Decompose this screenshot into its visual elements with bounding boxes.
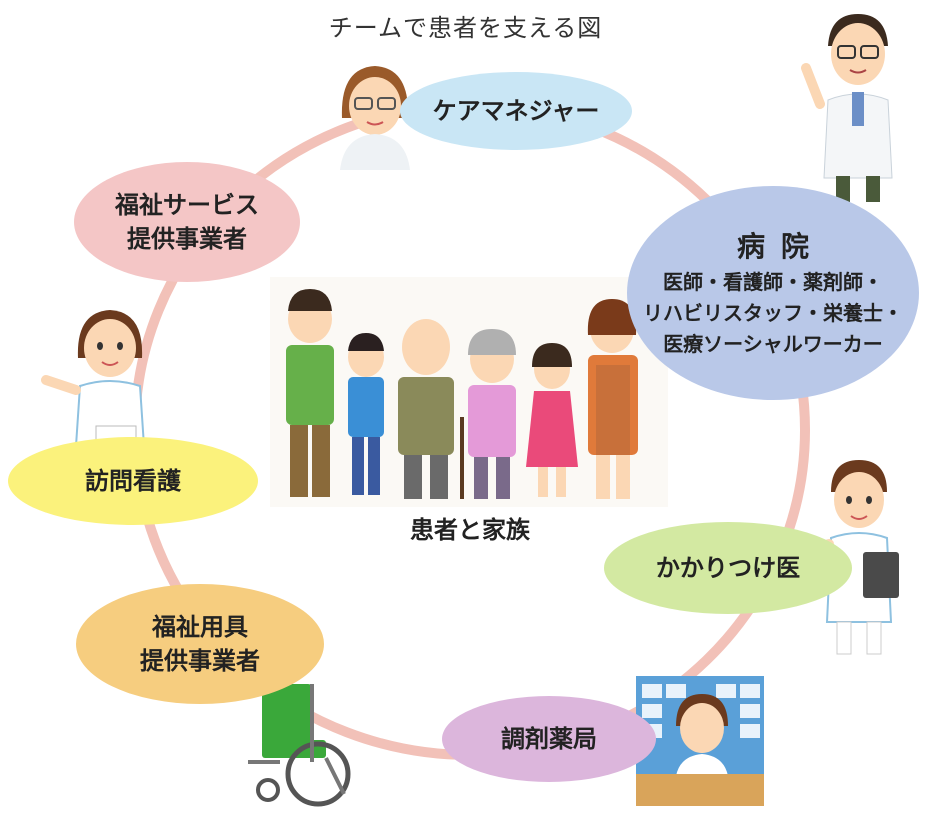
node-welfare-service: 福祉サービス 提供事業者 — [74, 162, 300, 282]
diagram-title: チームで患者を支える図 — [328, 14, 603, 42]
node-label: 調剤薬局 — [501, 725, 597, 753]
node-label: 提供事業者 — [140, 647, 260, 675]
patient-family-label: 患者と家族 — [410, 516, 530, 544]
node-welfare-equipment: 福祉用具 提供事業者 — [76, 584, 324, 704]
node-label: 提供事業者 — [127, 225, 247, 253]
wheelchair-icon — [248, 684, 351, 807]
hospital-staff-line: 医師・看護師・薬剤師・ — [663, 269, 883, 294]
node-label: 訪問看護 — [85, 467, 181, 495]
nurse-icon — [41, 310, 146, 446]
family-icon — [270, 277, 668, 507]
pharmacist-icon — [636, 676, 764, 806]
woman-with-glasses-icon — [340, 66, 410, 170]
node-label: かかりつけ医 — [655, 554, 801, 582]
hospital-staff-line: リハビリスタッフ・栄養士・ — [643, 300, 903, 325]
node-label: 福祉サービス — [115, 191, 259, 219]
hospital-staff-line: 医療ソーシャルワーカー — [663, 331, 883, 356]
node-pharmacy: 調剤薬局 — [442, 696, 656, 782]
hospital-heading: 病院 — [736, 229, 825, 263]
doctor-icon — [801, 14, 893, 202]
node-label: 福祉用具 — [152, 613, 248, 641]
node-family-doctor: かかりつけ医 — [604, 522, 852, 614]
node-hospital: 病院 医師・看護師・薬剤師・ リハビリスタッフ・栄養士・ 医療ソーシャルワーカー — [627, 186, 919, 400]
node-label: ケアマネジャー — [432, 97, 600, 125]
node-care-manager: ケアマネジャー — [400, 72, 632, 150]
node-home-nursing: 訪問看護 — [8, 437, 258, 525]
